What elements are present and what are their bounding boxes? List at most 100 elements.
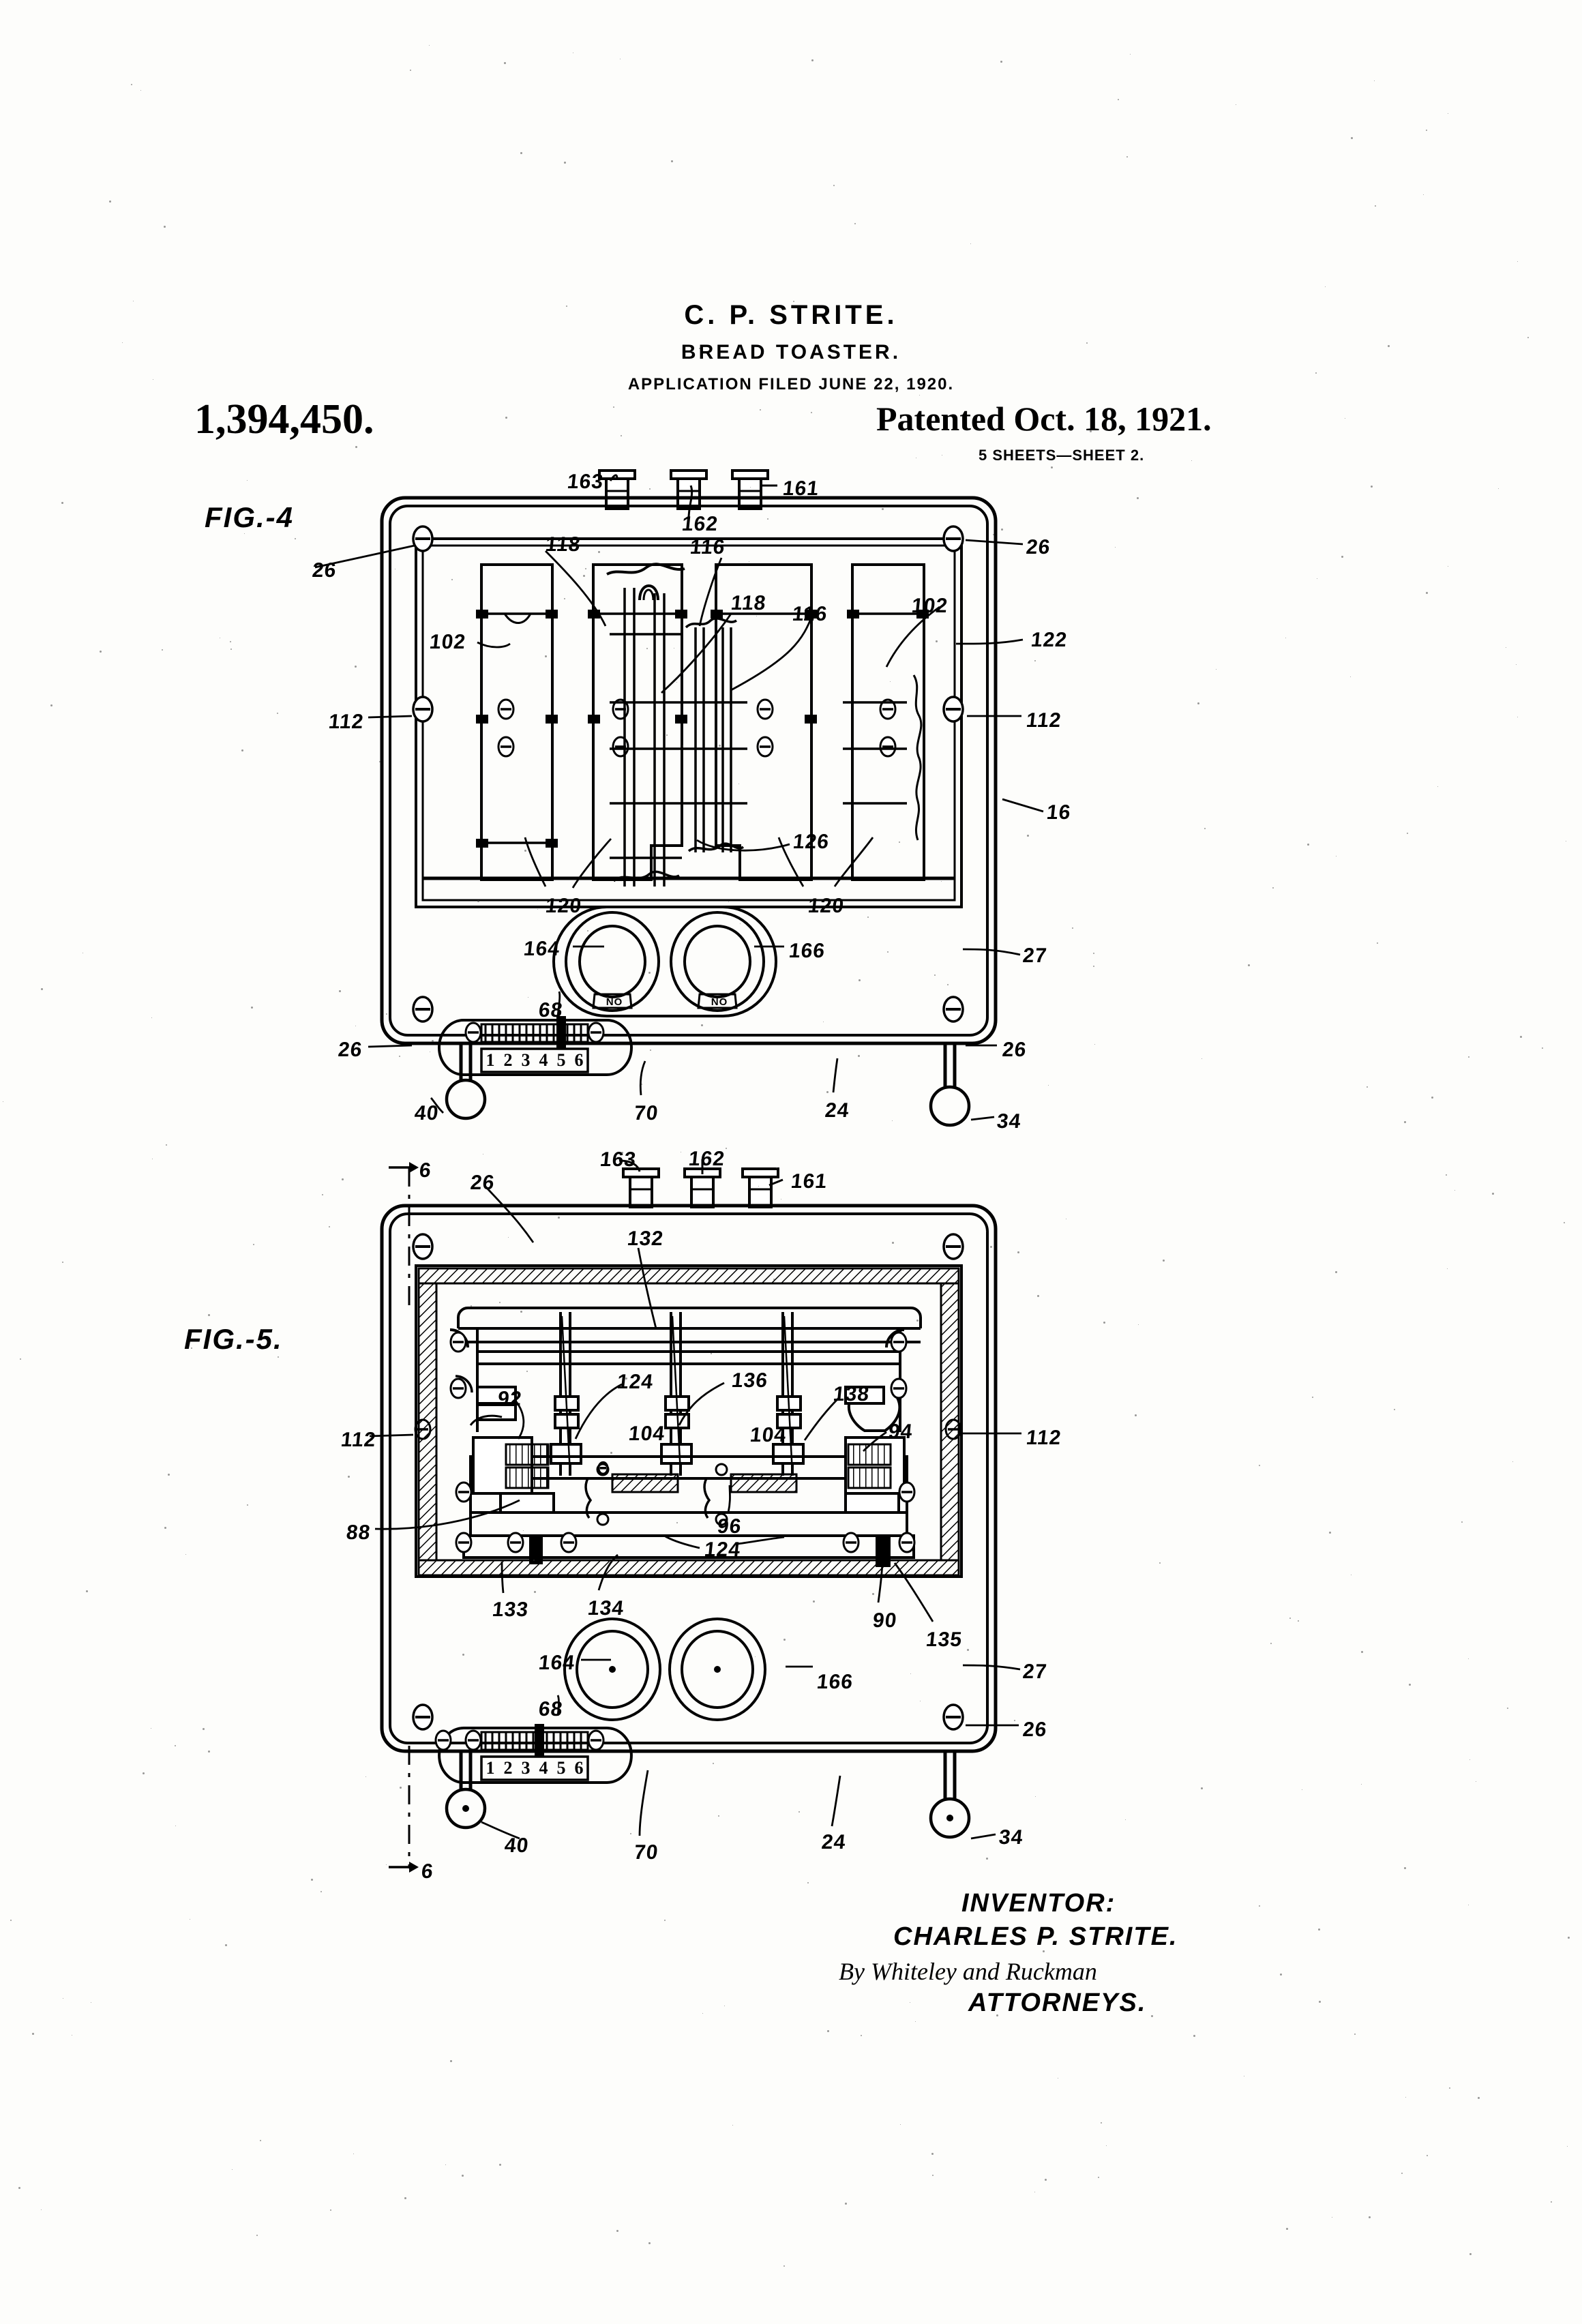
- paper-speck: [1426, 592, 1428, 594]
- paper-speck: [1468, 1056, 1469, 1058]
- paper-speck: [1431, 1097, 1433, 1099]
- application-filed-line: APPLICATION FILED JUNE 22, 1920.: [627, 375, 955, 393]
- fig4-ref-120: 120: [544, 895, 583, 917]
- paper-speck: [295, 538, 296, 539]
- paper-speck: [278, 1356, 279, 1358]
- paper-speck: [1034, 660, 1036, 661]
- fig4-ref-16: 16: [1045, 801, 1073, 824]
- paper-speck: [342, 1178, 344, 1180]
- paper-speck: [934, 974, 936, 976]
- paper-speck: [1407, 833, 1408, 834]
- paper-speck: [41, 2209, 42, 2210]
- figure-5-label: FIG.-5.: [184, 1323, 283, 1355]
- paper-speck: [859, 979, 861, 981]
- paper-speck: [967, 1649, 969, 1651]
- paper-speck: [1045, 2179, 1047, 2181]
- paper-speck: [504, 62, 506, 64]
- paper-speck: [244, 533, 245, 534]
- paper-speck: [1093, 953, 1094, 954]
- paper-speck: [740, 923, 741, 924]
- fig4-ref-102: 102: [910, 595, 949, 617]
- paper-speck: [1567, 2146, 1568, 2147]
- paper-speck: [1520, 1036, 1522, 1038]
- paper-speck: [1507, 1708, 1508, 1709]
- paper-speck: [583, 575, 585, 577]
- paper-speck: [1163, 1260, 1165, 1262]
- paper-speck: [699, 348, 700, 349]
- paper-speck: [166, 1144, 167, 1146]
- paper-speck: [867, 917, 869, 918]
- paper-speck: [1369, 2216, 1371, 2218]
- fig5-ref-40: 40: [503, 1834, 531, 1857]
- paper-speck: [755, 1656, 756, 1657]
- paper-speck: [320, 1891, 322, 1892]
- paper-speck: [750, 487, 751, 488]
- attorney-signature: By Whiteley and Ruckman: [839, 1958, 1097, 1985]
- paper-speck: [1516, 664, 1517, 665]
- paper-speck: [887, 951, 889, 953]
- paper-speck: [986, 1858, 988, 1860]
- paper-speck: [990, 1246, 992, 1248]
- paper-speck: [100, 651, 102, 653]
- paper-speck: [827, 2030, 829, 2032]
- patent-date: Patented Oct. 18, 1921.: [876, 400, 1212, 438]
- paper-speck: [50, 704, 53, 706]
- paper-speck: [1335, 1271, 1337, 1273]
- paper-speck: [32, 2033, 34, 2035]
- fig5-ref-26: 26: [469, 1172, 496, 1194]
- fig5-ref-104: 104: [749, 1424, 788, 1446]
- paper-speck: [534, 1591, 536, 1593]
- paper-speck: [1319, 2001, 1321, 2003]
- fig4-ref-163: 163: [566, 471, 605, 493]
- paper-speck: [890, 681, 891, 682]
- paper-speck: [1027, 835, 1029, 837]
- fig4-ref-68: 68: [537, 999, 565, 1022]
- paper-speck: [1375, 205, 1376, 207]
- fig5-ref-90: 90: [871, 1609, 899, 1632]
- fig5-scale-digit-5: 5: [556, 1758, 566, 1778]
- paper-speck: [915, 2021, 916, 2022]
- paper-speck: [1426, 130, 1427, 131]
- fig5-ref-6: 6: [418, 1159, 433, 1182]
- paper-speck: [932, 2175, 934, 2176]
- paper-speck: [1325, 286, 1326, 287]
- paper-speck: [648, 972, 651, 974]
- fig4-ref-118: 118: [544, 533, 582, 556]
- fig5-ref-162: 162: [687, 1148, 726, 1170]
- paper-speck: [520, 152, 522, 154]
- paper-speck: [646, 648, 648, 649]
- paper-speck: [613, 406, 614, 408]
- paper-speck: [899, 841, 900, 843]
- paper-speck: [1371, 486, 1373, 488]
- paper-speck: [1551, 2201, 1552, 2203]
- paper-speck: [1259, 1465, 1260, 1466]
- paper-speck: [773, 1279, 775, 1280]
- paper-speck: [648, 1663, 649, 1665]
- paper-speck: [616, 2230, 618, 2232]
- paper-speck: [18, 2187, 20, 2189]
- fig4-ref-161: 161: [781, 477, 820, 500]
- paper-speck: [151, 1017, 152, 1018]
- fig4-ref-116: 116: [689, 536, 727, 558]
- paper-speck: [671, 160, 673, 162]
- paper-speck: [462, 1654, 464, 1656]
- paper-speck: [109, 200, 111, 203]
- paper-speck: [941, 881, 942, 882]
- paper-speck: [1000, 61, 1002, 63]
- fig5-ref-27: 27: [1021, 1660, 1049, 1683]
- paper-speck: [585, 568, 586, 569]
- paper-speck: [1329, 1532, 1331, 1534]
- fig4-dial-left-on-label: ON: [605, 996, 623, 1007]
- fig4-ref-26: 26: [1025, 536, 1052, 558]
- fig5-ref-88: 88: [345, 1521, 372, 1544]
- fig5-ref-163: 163: [599, 1148, 638, 1171]
- paper-speck: [1014, 1720, 1015, 1721]
- paper-speck: [1404, 1867, 1406, 1869]
- figure-4-drawing: [315, 469, 1043, 1125]
- paper-speck: [1098, 2177, 1099, 2178]
- paper-speck: [1350, 676, 1351, 677]
- paper-speck: [616, 999, 618, 1000]
- fig5-ref-96: 96: [716, 1515, 743, 1538]
